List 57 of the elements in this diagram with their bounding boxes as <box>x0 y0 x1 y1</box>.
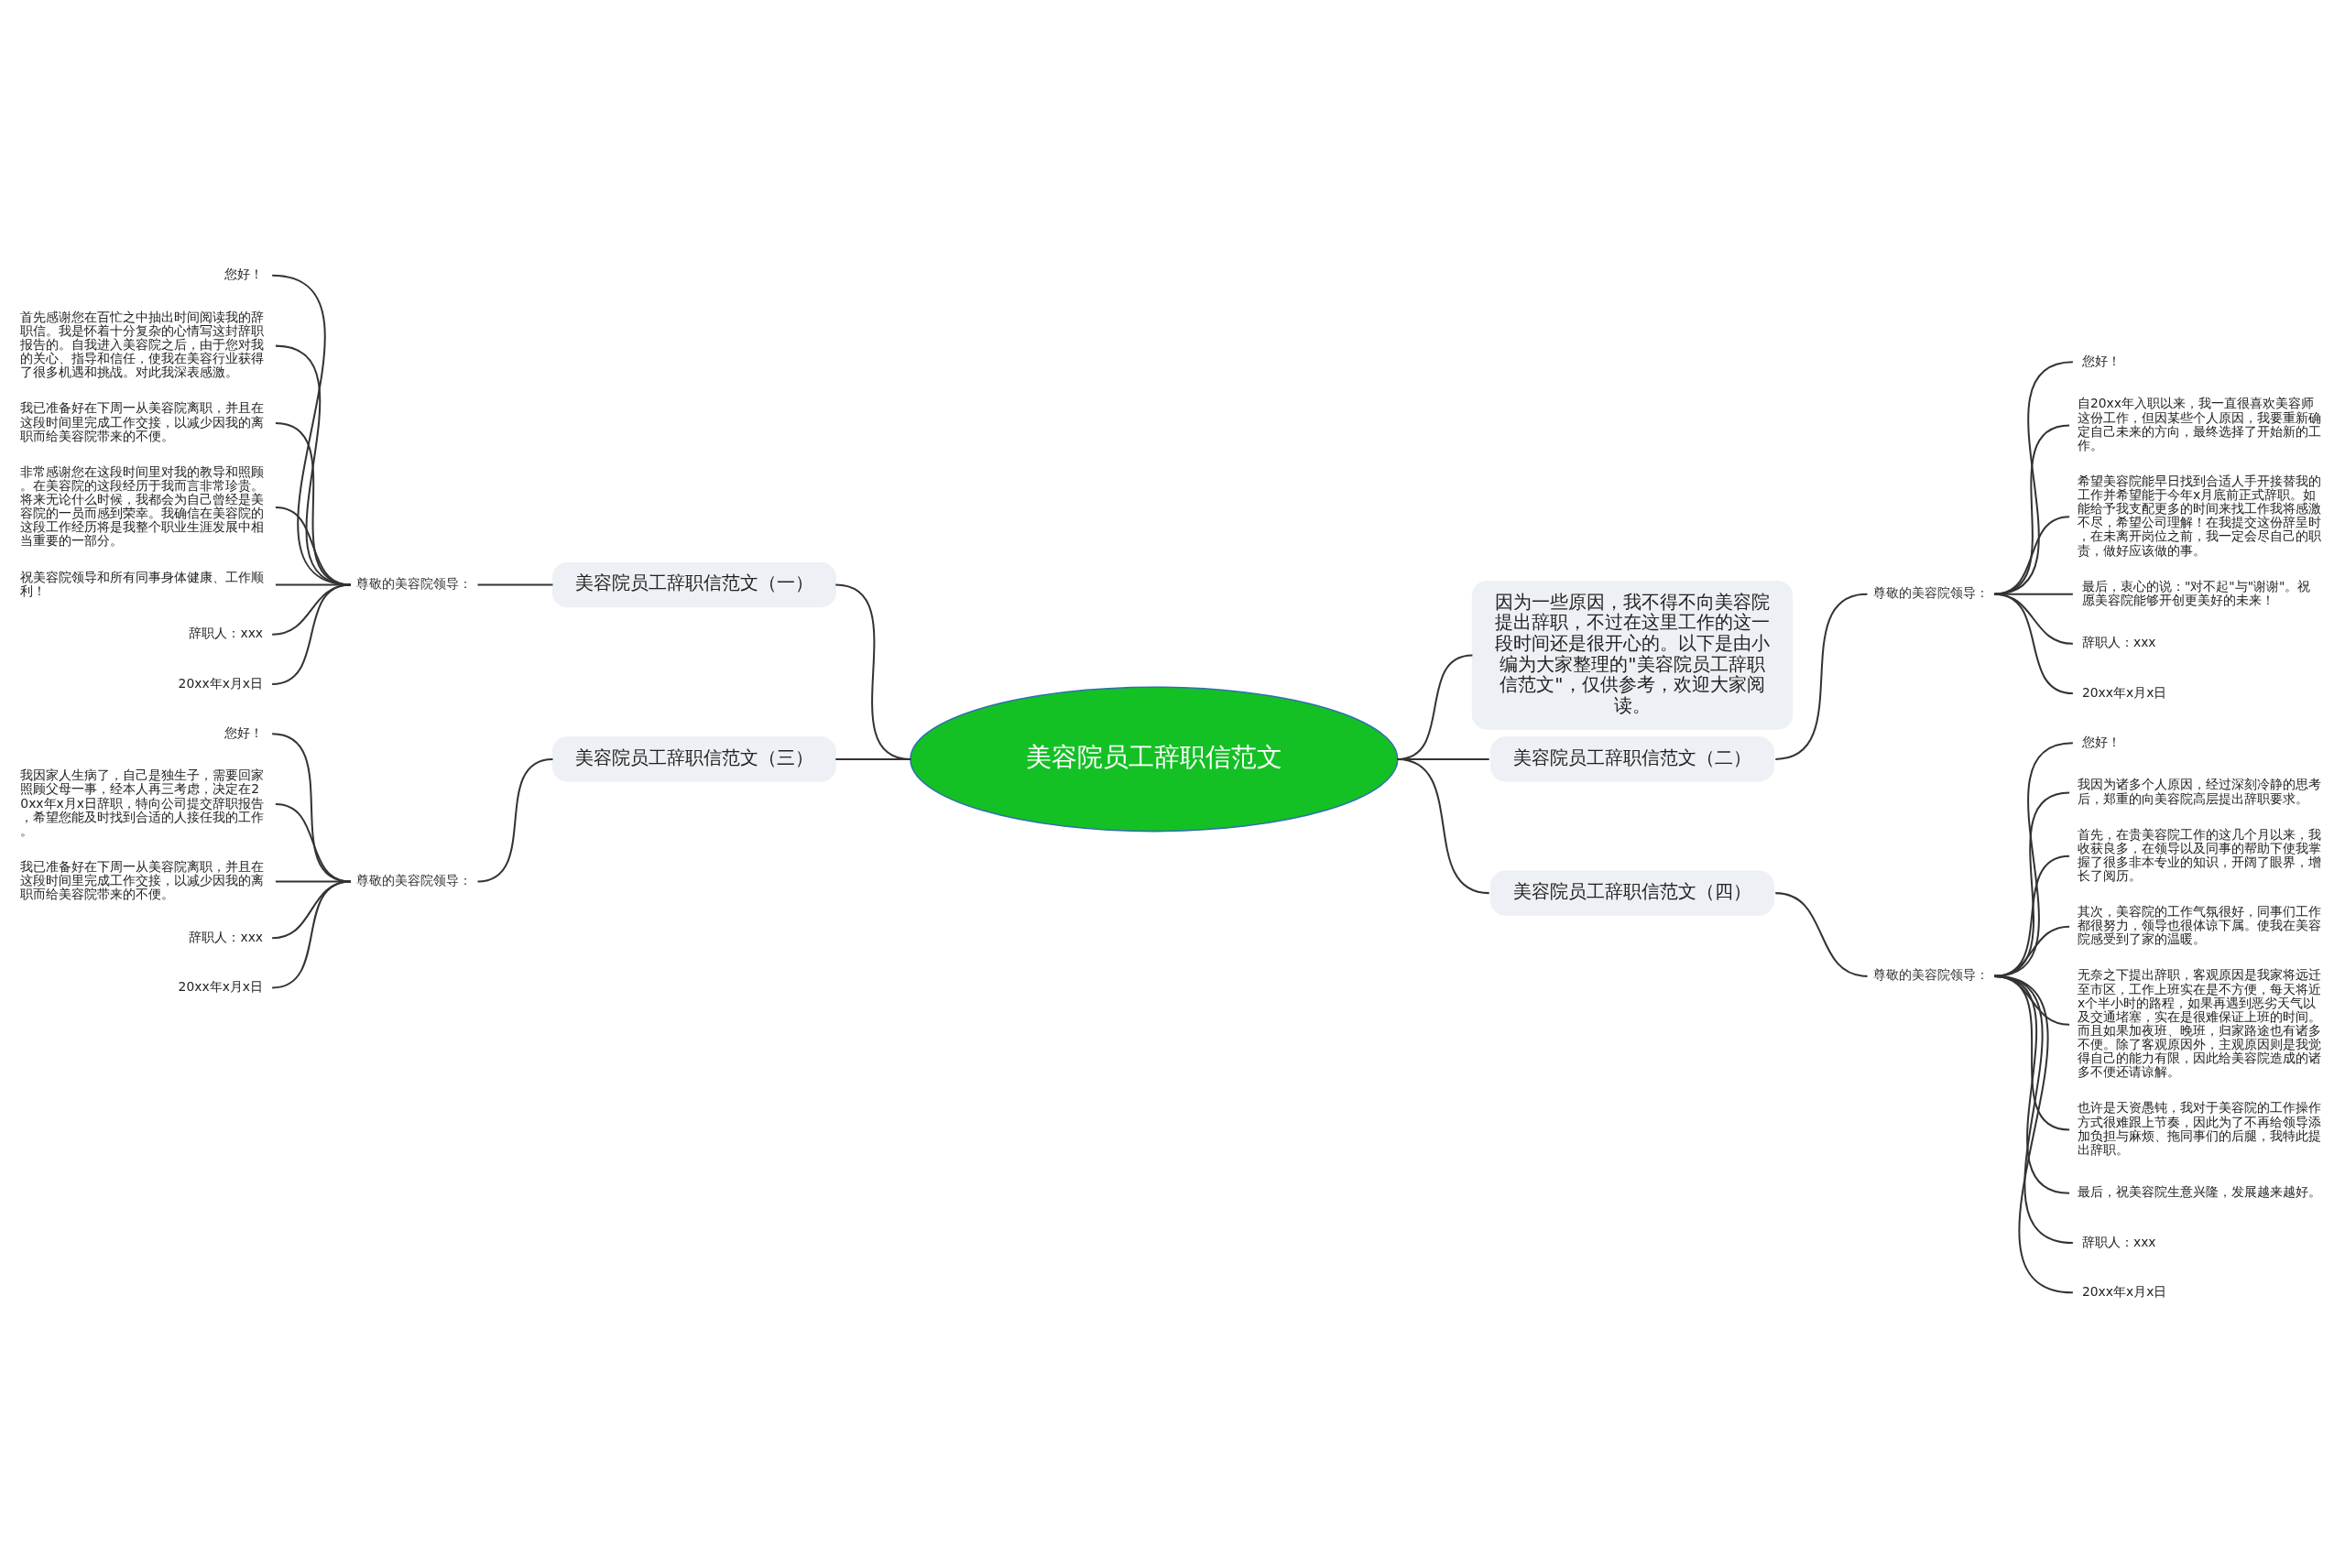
node-text: 祝美容院领导和所有同事身体健康、工作顺利！ <box>20 569 265 598</box>
node-text: 我因家人生病了，自己是独生子，需要回家照顾父母一事，经本人再三考虑，决定在20xx年x月x日辞职，特向公司提交辞职报告，希望您能及时找到合适的人接任我的工作。 <box>20 768 265 838</box>
node-text: 无奈之下提出辞职，客观原因是我家将远迁至市区，工作上班实在是不方便，每天将近x个半小时的路程，如果再遇到恶劣天气以及交通堵塞，实在是很难保证上班的时间。而且如果加夜班、晚班，归家路途也有诸多不便。除了客观原因外，主观原因则是我觉得自己的能力有限，因此给美容院造成的诸多不便还请谅解。 <box>2077 967 2321 1080</box>
node-text: 辞职人：xxx <box>189 929 264 944</box>
node-text: 我因为诸多个人原因，经过深刻冷静的思考后，郑重的向美容院高层提出辞职要求。 <box>2077 777 2321 806</box>
node-text: 首先感谢您在百忙之中抽出时间阅读我的辞职信。我是怀着十分复杂的心情写这封辞职报告的。自我进入美容院之后，由于您对我的关心、指导和信任，使我在美容行业获得了很多机遇和挑战。对此我深表感激。 <box>20 309 265 380</box>
node-text: 20xx年x月x日 <box>178 675 264 691</box>
connector <box>1994 516 2070 595</box>
node-text: 尊敬的美容院领导： <box>356 873 473 888</box>
connector <box>1993 361 2074 595</box>
connector <box>1993 424 2070 595</box>
connector <box>271 274 352 586</box>
node-ellipse: 美容院员工辞职信范文 <box>910 686 1399 833</box>
node-text: 希望美容院能早日找到合适人手开接替我的工作并希望能于今年x月底前正式辞职。如能给予我支配更多的时间来找工作我将感激不尽，希望公司理解！在我提交这份辞呈时，在未离开岗位之前，我一定会尽自己的职责，做好应该做的事。 <box>2077 473 2321 558</box>
connector <box>1994 593 2074 695</box>
node-box: 美容院员工辞职信范文（三） <box>551 736 836 782</box>
node-text: 尊敬的美容院领导： <box>1872 585 1989 601</box>
node-text: 辞职人：xxx <box>189 626 264 641</box>
node-text: 最后，祝美容院生意兴隆，发展越来越好。 <box>2077 1184 2321 1200</box>
node-text: 您好！ <box>2081 353 2121 368</box>
node-text: 辞职人：xxx <box>2081 1234 2156 1249</box>
node-box: 美容院员工辞职信范文（二） <box>1489 736 1775 782</box>
node-text: 首先，在贵美容院工作的这几个月以来，我收获良多，在领导以及同事的帮助下使我掌握了很多非本专业的知识，开阔了眼界，增长了阅历。 <box>2077 826 2321 883</box>
node-text: 尊敬的美容院领导： <box>1872 967 1989 983</box>
connector <box>1397 757 1489 895</box>
node-text: 尊敬的美容院领导： <box>356 576 473 592</box>
node-text: 我已准备好在下周一从美容院离职，并且在这段时间里完成工作交接，以减少因我的离职而给美容院带来的不便。 <box>20 400 265 443</box>
node-text: 非常感谢您在这段时间里对我的教导和照顾。在美容院的这段经历于我而言非常珍贵。将来无论什么时候，我都会为自己曾经是美容院的一员而感到荣幸。我确信在美容院的这段工作经历将是我整个职业生涯发展中相当重要的一部分。 <box>20 463 265 549</box>
node-text: 20xx年x月x日 <box>2081 1283 2167 1299</box>
connector <box>271 733 352 883</box>
node-text: 最后，衷心的说："对不起"与"谢谢"。祝愿美容院能够开创更美好的未来！ <box>2081 578 2311 607</box>
connector <box>275 344 352 586</box>
node-text: 20xx年x月x日 <box>2081 684 2167 700</box>
node-text: 您好！ <box>224 724 264 740</box>
connector <box>1993 975 2074 1294</box>
node-box: 美容院员工辞职信范文（四） <box>1489 870 1775 916</box>
connector <box>835 583 911 760</box>
node-text: 其次，美容院的工作气氛很好，同事们工作都很努力，领导也很体谅下属。使我在美容院感受到了家的温暖。 <box>2077 904 2321 947</box>
node-text: 您好！ <box>2081 734 2121 749</box>
connector <box>1775 892 1868 977</box>
node-box: 美容院员工辞职信范文（一） <box>551 562 836 608</box>
node-text: 您好！ <box>224 267 264 282</box>
connector <box>275 506 351 586</box>
connector <box>477 757 553 883</box>
node-text: 辞职人：xxx <box>2081 635 2156 650</box>
connector <box>477 583 553 586</box>
connector <box>1775 593 1868 760</box>
node-text: 也许是天资愚钝，我对于美容院的工作操作方式很难跟上节奏，因此为了不再给领导添加负担与麻烦、拖同事们的后腿，我特此提出辞职。 <box>2077 1100 2321 1157</box>
connector <box>271 583 351 685</box>
connector <box>275 422 352 586</box>
node-box: 因为一些原因，我不得不向美容院提出辞职，不过在这里工作的这一段时间还是很开心的。以下是由小编为大家整理的"美容院员工辞职信范文"，仅供参考，欢迎大家阅读。 <box>1471 581 1794 730</box>
node-text: 20xx年x月x日 <box>178 979 264 995</box>
node-text: 我已准备好在下周一从美容院离职，并且在这段时间里完成工作交接，以减少因我的离职而给美容院带来的不便。 <box>20 858 265 902</box>
connector <box>275 803 351 883</box>
connector <box>835 757 911 760</box>
connector <box>271 880 351 989</box>
node-text: 自20xx年入职以来，我一直很喜欢美容师这份工作，但因某些个人原因，我要重新确定自己未来的方向，最终选择了开始新的工作。 <box>2077 396 2321 452</box>
